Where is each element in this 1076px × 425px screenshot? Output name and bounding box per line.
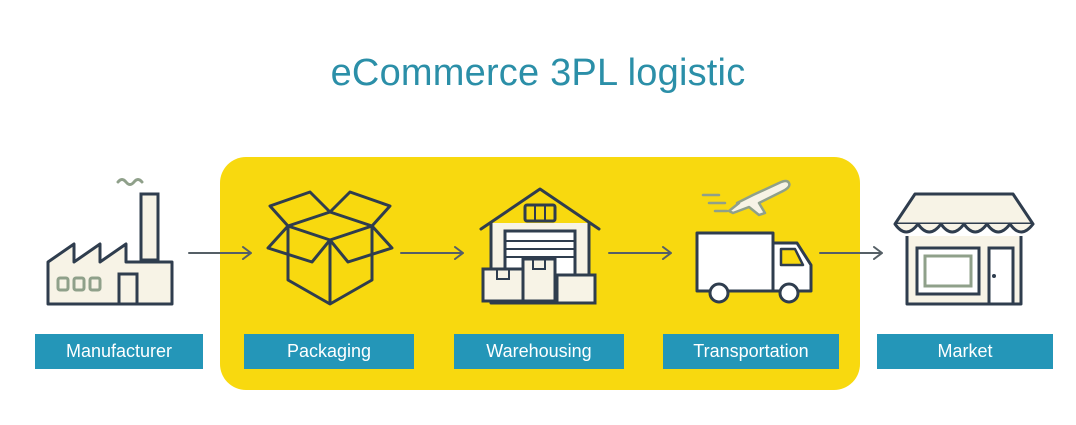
factory-icon xyxy=(44,176,174,306)
step-label-market: Market xyxy=(877,334,1053,369)
open-box-icon xyxy=(266,182,394,308)
warehouse-icon xyxy=(477,183,603,305)
arrow-transportation-to-market xyxy=(818,245,886,261)
step-label-manufacturer: Manufacturer xyxy=(35,334,203,369)
diagram-title: eCommerce 3PL logistic xyxy=(330,52,746,94)
step-label-warehousing: Warehousing xyxy=(454,334,624,369)
step-label-packaging: Packaging xyxy=(244,334,414,369)
storefront-icon xyxy=(893,190,1035,308)
truck-plane-icon xyxy=(693,173,819,305)
arrow-warehousing-to-transportation xyxy=(607,245,675,261)
arrow-packaging-to-warehousing xyxy=(399,245,467,261)
arrow-manufacturer-to-packaging xyxy=(187,245,255,261)
step-label-transportation: Transportation xyxy=(663,334,839,369)
